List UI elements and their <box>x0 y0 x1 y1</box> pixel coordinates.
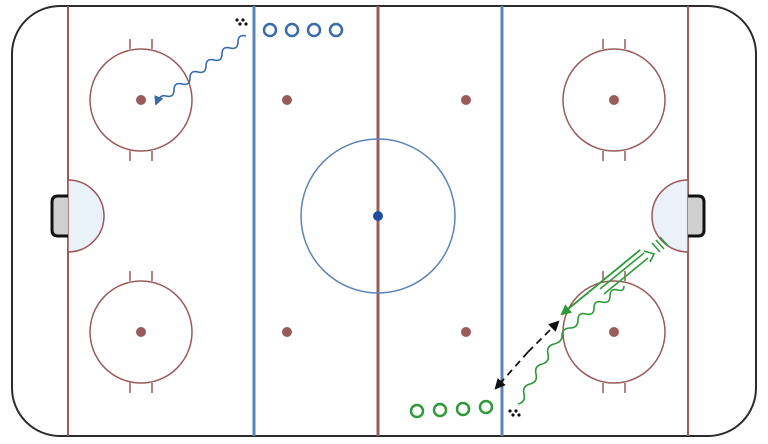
neutral-dot-bottom-right <box>461 327 471 337</box>
puck-stack-icon <box>235 18 248 26</box>
blue-player[interactable] <box>328 22 344 38</box>
puck-stack-icon <box>508 409 521 417</box>
skate-wavy-arrow-icon <box>154 34 247 106</box>
blue-player[interactable] <box>284 22 300 38</box>
skate-return-line <box>560 249 641 316</box>
skate-wavy-arrow-icon <box>517 285 625 405</box>
rink-boards <box>11 5 757 437</box>
net-left <box>50 194 68 238</box>
crease-left <box>67 179 105 253</box>
green-player[interactable] <box>409 403 425 419</box>
neutral-dot-top-left <box>282 95 292 105</box>
blue-player[interactable] <box>262 22 278 38</box>
shot-double-arrow-icon <box>599 236 669 295</box>
faceoff-circle-bottom-left <box>89 271 193 393</box>
blue-player[interactable] <box>306 22 322 38</box>
crease-right <box>651 179 689 253</box>
green-player[interactable] <box>478 399 494 415</box>
faceoff-circle-top-right <box>562 39 666 161</box>
blue-player-group <box>262 22 344 38</box>
center-circle <box>300 138 456 294</box>
green-player[interactable] <box>432 402 448 418</box>
green-player[interactable] <box>455 401 471 417</box>
center-dot <box>373 211 383 221</box>
net-right <box>688 194 706 238</box>
neutral-dot-bottom-left <box>282 327 292 337</box>
green-player-group <box>409 399 494 419</box>
pass-dashed-arrow-icon <box>494 351 529 390</box>
neutral-dot-top-right <box>461 95 471 105</box>
faceoff-circle-top-left <box>89 39 193 161</box>
